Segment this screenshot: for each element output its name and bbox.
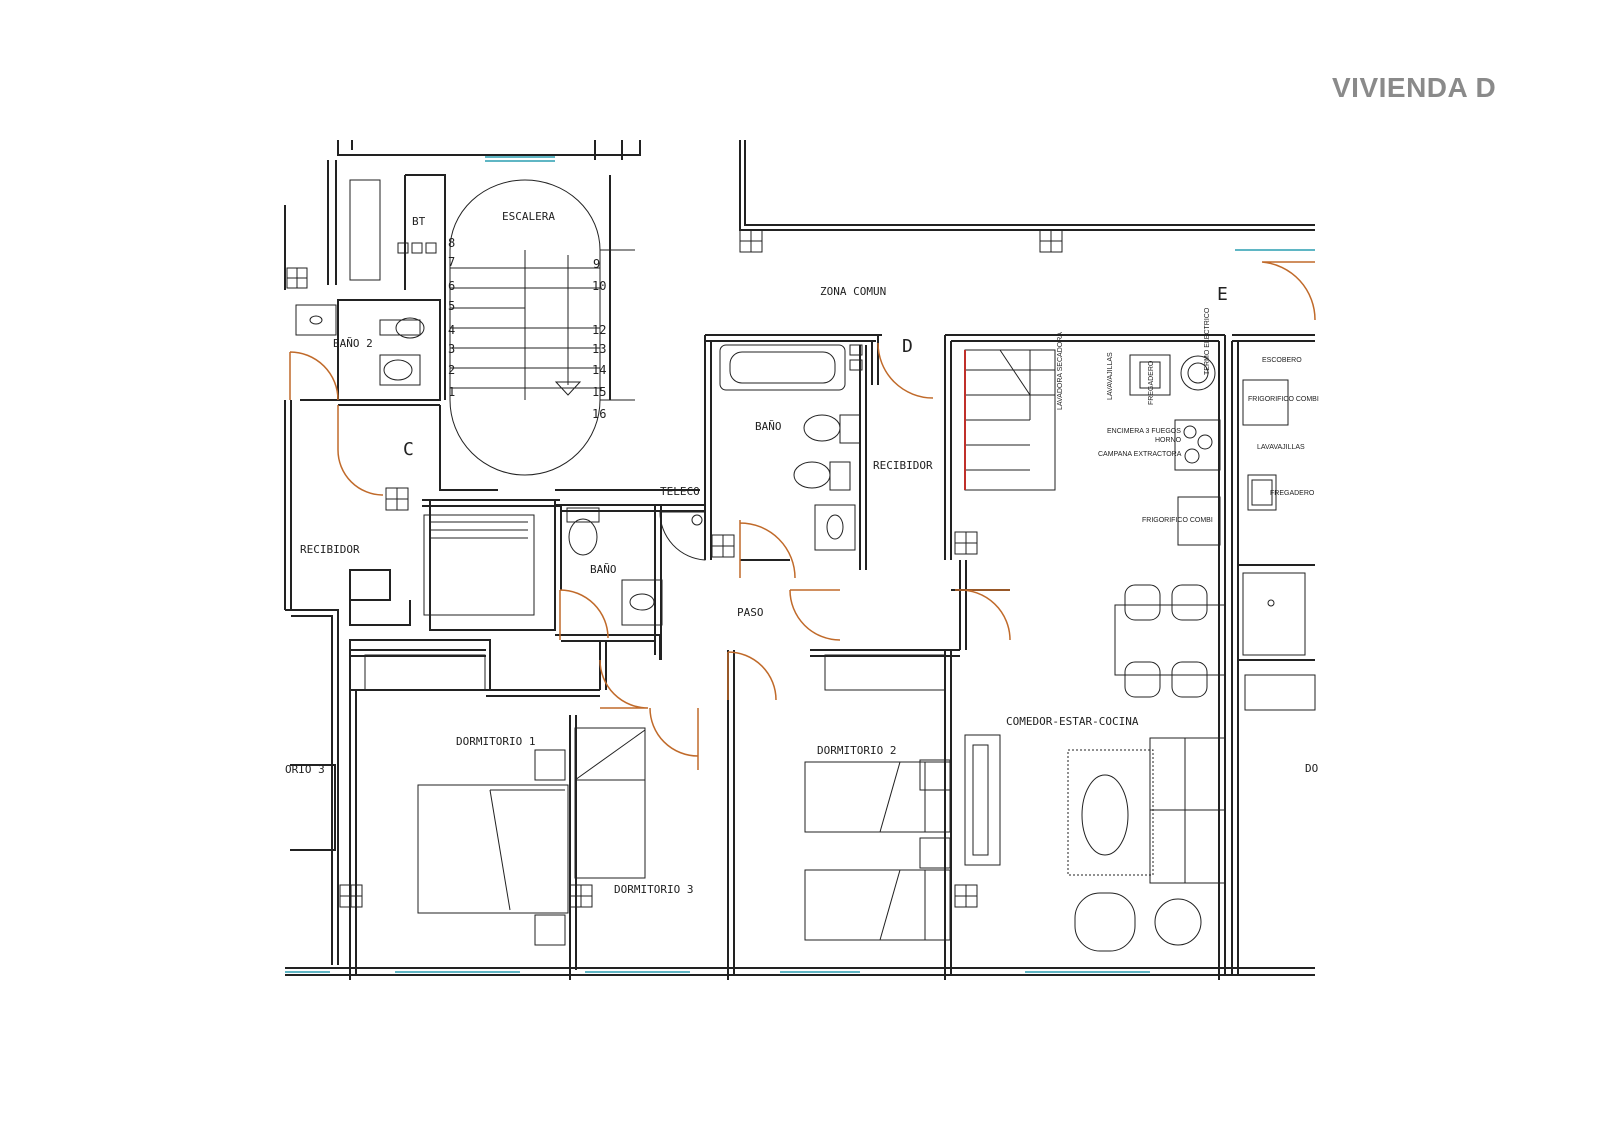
label-recibidor-left: RECIBIDOR (300, 543, 360, 556)
label-dormitorio-1: DORMITORIO 1 (456, 735, 535, 748)
label-lavavajillas: LAVAVAJILLAS (1107, 352, 1114, 400)
label-dormitorio-2: DORMITORIO 2 (817, 744, 896, 757)
label-zona-comun: ZONA COMUN (820, 285, 886, 298)
step-7: 7 (448, 255, 455, 269)
label-lavavajillas-right: LAVAVAJILLAS (1257, 444, 1305, 451)
step-10: 10 (592, 279, 606, 293)
label-bano-2: BAÑO 2 (333, 337, 373, 350)
room-labels: ESCALERA ZONA COMUN BAÑO 2 BAÑO BAÑO REC… (285, 210, 1318, 896)
label-bt: BT (412, 215, 426, 228)
plan-title: VIVIENDA D (1332, 72, 1497, 103)
label-paso: PASO (737, 606, 764, 619)
label-escalera: ESCALERA (502, 210, 555, 223)
label-horno: HORNO (1155, 437, 1182, 444)
label-fregadero: FREGADERO (1148, 360, 1155, 405)
fixtures (295, 179, 1316, 952)
interior-stairs (964, 349, 1056, 491)
windows (285, 156, 1315, 973)
door-letter-e: E (1217, 284, 1228, 305)
step-16: 16 (592, 407, 606, 421)
doors (289, 261, 1316, 770)
door-letter-d: D (902, 336, 913, 357)
label-frigorifico-right: FRIGORIFICO COMBI (1248, 396, 1319, 403)
step-13: 13 (592, 342, 606, 356)
label-bano-main: BAÑO (755, 420, 782, 433)
step-15: 15 (592, 385, 606, 399)
step-2: 2 (448, 363, 455, 377)
step-9: 9 (593, 257, 600, 271)
step-12: 12 (592, 323, 606, 337)
step-3: 3 (448, 342, 455, 356)
staircase (449, 179, 635, 476)
label-dormitorio-3: DORMITORIO 3 (614, 883, 693, 896)
label-campana: CAMPANA EXTRACTORA (1098, 451, 1182, 458)
label-encimera: ENCIMERA 3 FUEGOS (1107, 428, 1181, 435)
label-comedor: COMEDOR-ESTAR-COCINA (1006, 715, 1139, 728)
label-recibidor-mid: RECIBIDOR (873, 459, 933, 472)
label-dormitorio-3-left: ORIO 3 (285, 763, 325, 776)
label-fregadero-right: FREGADERO (1270, 490, 1315, 497)
label-dor-right: DO (1305, 762, 1318, 775)
step-4: 4 (448, 323, 455, 337)
label-lavadora: LAVADORA SECADORA (1057, 332, 1064, 410)
step-8: 8 (448, 236, 455, 250)
step-14: 14 (592, 363, 606, 377)
neighbor-kitchen-labels: ESCOBERO FRIGORIFICO COMBI LAVAVAJILLAS … (1248, 357, 1319, 497)
step-5: 5 (448, 299, 455, 313)
label-teleco: TELECO (660, 485, 700, 498)
label-termo: TERMO ELECTRICO (1204, 307, 1211, 375)
walls (284, 140, 1315, 980)
door-letter-c: C (403, 439, 414, 460)
kitchen-labels: LAVAVAJILLAS LAVADORA SECADORA FREGADERO… (1057, 307, 1213, 524)
label-frigorifico: FRIGORIFICO COMBI (1142, 517, 1213, 524)
step-6: 6 (448, 279, 455, 293)
label-escobero: ESCOBERO (1262, 357, 1302, 364)
step-1: 1 (448, 385, 455, 399)
label-bano-small: BAÑO (590, 563, 617, 576)
stair-numbers: 8 7 6 5 4 3 2 1 9 10 12 13 14 15 16 (448, 236, 606, 421)
shaft-markers (286, 229, 1063, 908)
